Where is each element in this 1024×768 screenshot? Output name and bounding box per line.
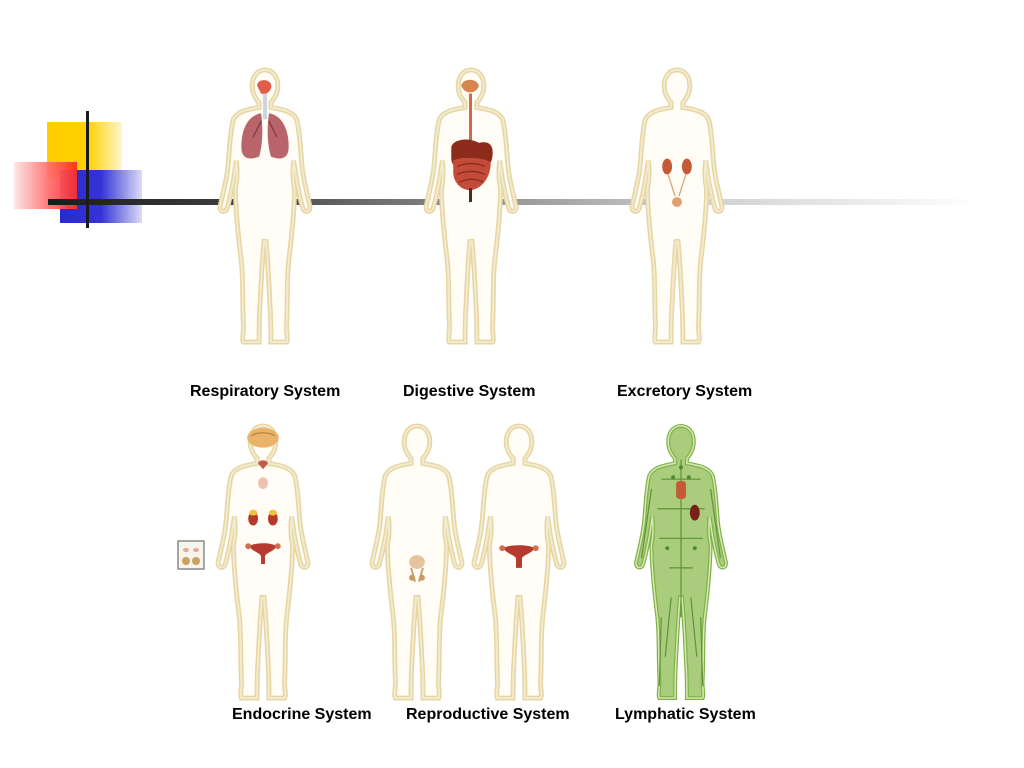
endocrine-inset-box — [177, 540, 205, 570]
label-respiratory-system: Respiratory System — [190, 383, 341, 400]
excretory-figure — [626, 64, 728, 346]
label-endocrine-system: Endocrine System — [232, 706, 372, 723]
label-reproductive-system: Reproductive System — [406, 706, 570, 723]
label-lymphatic-system: Lymphatic System — [615, 706, 756, 723]
respiratory-figure — [214, 64, 316, 346]
label-digestive-system: Digestive System — [403, 383, 536, 400]
label-excretory-system: Excretory System — [617, 383, 753, 400]
digestive-figure — [420, 64, 522, 346]
reproductive-male-figure — [366, 420, 468, 702]
lymphatic-figure — [634, 423, 728, 701]
vertical-rule — [86, 111, 89, 228]
endocrine-figure — [212, 420, 314, 702]
reproductive-female-figure — [468, 420, 570, 702]
